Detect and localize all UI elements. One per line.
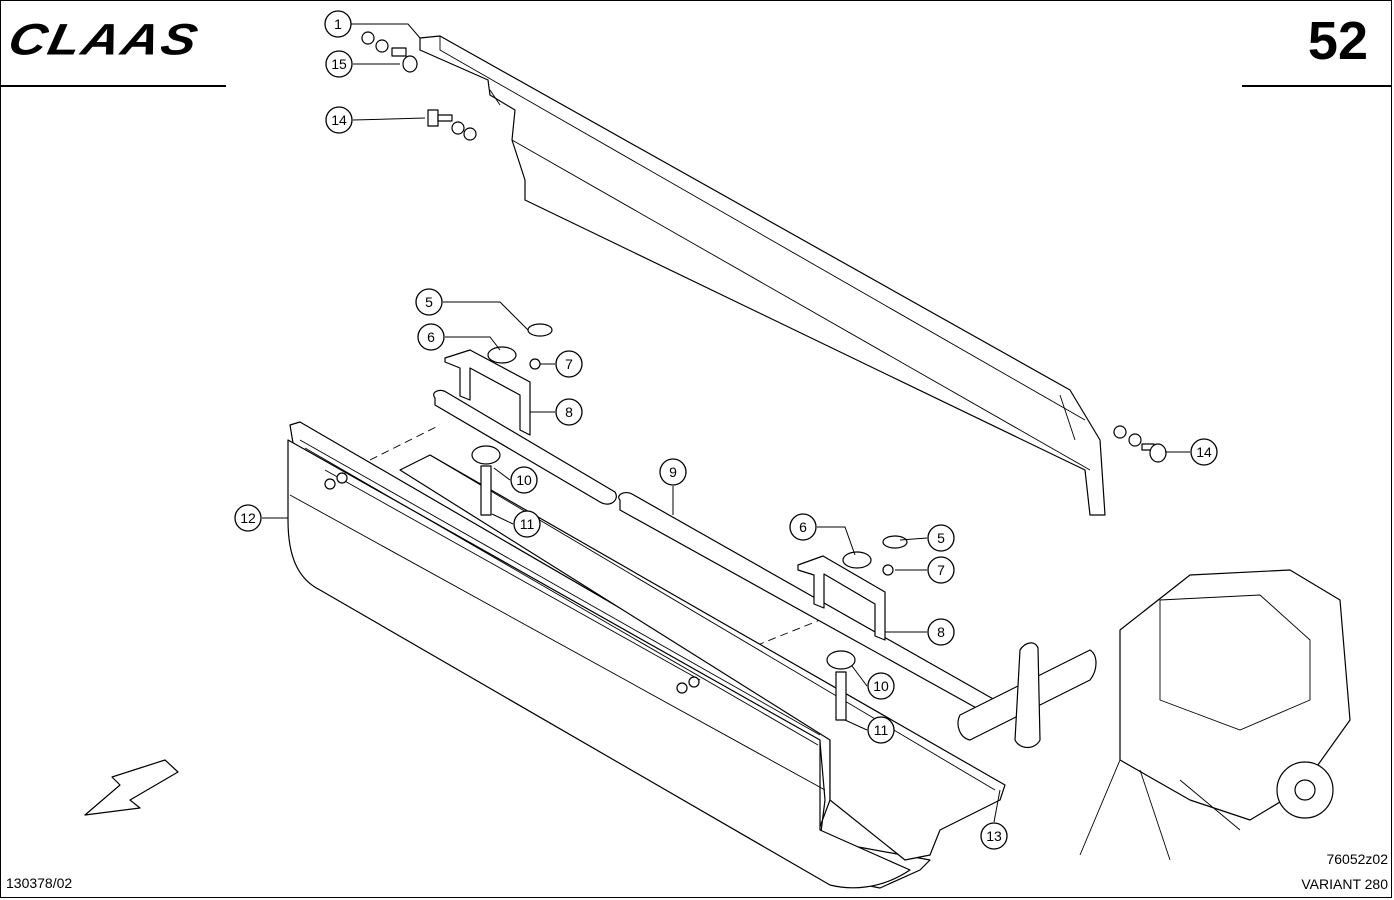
callout-5-left: 5 — [415, 288, 443, 316]
svg-text:7: 7 — [937, 562, 945, 578]
top-cover-rail — [419, 35, 1106, 516]
callout-10-left: 10 — [510, 466, 538, 494]
svg-text:10: 10 — [873, 678, 889, 694]
leader-lines — [262, 23, 1190, 823]
callout-11-left: 11 — [513, 510, 541, 538]
callout-13: 13 — [980, 822, 1008, 850]
drive-lever — [957, 642, 1097, 749]
svg-text:12: 12 — [240, 510, 256, 526]
svg-text:6: 6 — [799, 519, 807, 535]
direction-arrow — [84, 759, 179, 816]
baler-inset — [1079, 569, 1351, 861]
svg-text:1: 1 — [334, 16, 342, 32]
callout-1: 1 — [324, 10, 352, 38]
svg-text:15: 15 — [331, 56, 347, 72]
svg-text:8: 8 — [937, 624, 945, 640]
svg-text:5: 5 — [937, 530, 945, 546]
page-number: 52 — [1307, 11, 1368, 71]
image-id: 76052z02 — [1326, 851, 1388, 867]
dash-line-1 — [369, 424, 441, 461]
svg-text:13: 13 — [986, 828, 1002, 844]
svg-text:14: 14 — [331, 112, 347, 128]
machine-model: VARIANT 280 — [1301, 876, 1388, 892]
callout-8-left: 8 — [555, 398, 583, 426]
svg-text:5: 5 — [425, 294, 433, 310]
svg-text:6: 6 — [427, 329, 435, 345]
fasteners-top-right — [1113, 425, 1167, 463]
svg-text:14: 14 — [1196, 444, 1212, 460]
bearing-bracket-right — [797, 555, 886, 641]
document-id: 130378/02 — [6, 875, 73, 891]
callout-6-left: 6 — [417, 323, 445, 351]
fasteners-top-left — [361, 31, 477, 141]
callout-9: 9 — [659, 458, 687, 486]
callout-7-left: 7 — [555, 350, 583, 378]
svg-text:9: 9 — [669, 464, 677, 480]
svg-text:8: 8 — [565, 404, 573, 420]
svg-text:11: 11 — [520, 516, 535, 532]
header-rule-left — [0, 85, 226, 87]
header-rule-right — [1242, 85, 1392, 87]
callout-11-right: 11 — [867, 716, 895, 744]
callout-14-right: 14 — [1190, 438, 1218, 466]
svg-text:7: 7 — [565, 356, 573, 372]
callout-8-right: 8 — [927, 618, 955, 646]
callout-15: 15 — [325, 50, 353, 78]
callout-6-right: 6 — [789, 513, 817, 541]
callout-14-top: 14 — [325, 106, 353, 134]
washers-and-pins — [471, 323, 908, 721]
callout-10-right: 10 — [867, 672, 895, 700]
svg-text:11: 11 — [874, 722, 889, 738]
callout-7-right: 7 — [927, 556, 955, 584]
bearing-bracket-left — [444, 349, 531, 436]
callout-5-right: 5 — [927, 524, 955, 552]
callout-12: 12 — [234, 504, 262, 532]
svg-text:10: 10 — [516, 472, 532, 488]
